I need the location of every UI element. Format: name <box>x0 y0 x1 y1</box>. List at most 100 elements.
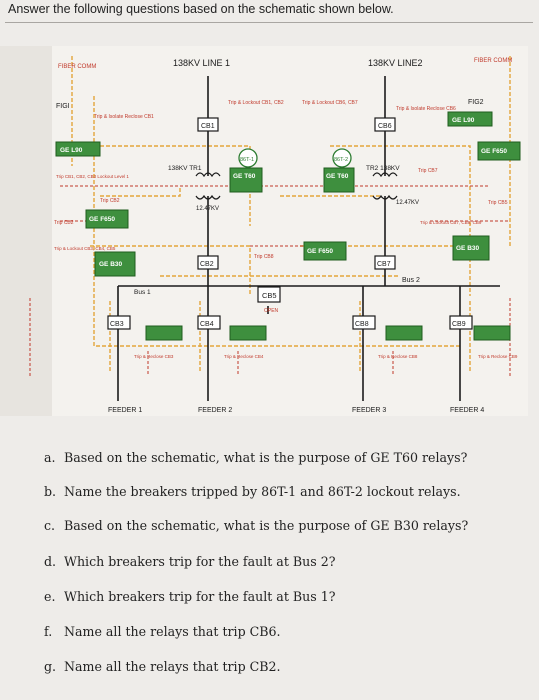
breaker-cb5 <box>257 286 281 303</box>
label-trip-cb7: Trip CB7 <box>418 168 438 174</box>
label-line1: 138KV LINE 1 <box>173 58 230 68</box>
text-ge-l90-right: GE L90 <box>452 117 475 124</box>
relay-ge-t60-left <box>229 167 263 193</box>
breaker-cb2 <box>197 255 219 270</box>
schematic-paper <box>52 46 528 416</box>
label-cb5: CB5 <box>262 291 277 300</box>
question-e: e. Which breakers trip for the fault at B… <box>44 589 335 604</box>
relay-ge-l90-right <box>447 111 493 127</box>
breaker-cb9 <box>449 315 473 330</box>
lockout-86t1 <box>238 148 258 168</box>
label-reclose-cb9: Trip & Reclose CB9 <box>478 354 518 359</box>
question-text: Name all the relays that trip CB2. <box>64 659 281 674</box>
label-trip-lockout-cb6cb7: Trip & Lockout CB6, CB7 <box>302 100 358 106</box>
relay-ge-f650-cb3 <box>145 325 183 341</box>
question-letter: g. <box>44 659 57 674</box>
relay-ge-f650-right <box>477 141 521 161</box>
question-text: Based on the schematic, what is the purp… <box>64 518 469 533</box>
question-text: Name the breakers tripped by 86T-1 and 8… <box>64 484 461 499</box>
label-trip-left-lockout: Trip CB1, CB2, CB3 Lockout Level 1 <box>56 174 129 179</box>
label-trip-cb2-left: Trip CB2 <box>54 220 74 226</box>
question-letter: e. <box>44 589 56 604</box>
label-feeder3: FEEDER 3 <box>352 407 386 414</box>
breaker-cb1 <box>197 117 219 132</box>
label-trip-lockout-cb1cb2: Trip & Lockout CB1, CB2 <box>228 100 284 106</box>
instructions-heading: Answer the following questions based on … <box>8 2 394 16</box>
text-ge-t60-right: GE T60 <box>326 173 349 180</box>
breaker-cb4 <box>197 315 221 330</box>
text-ge-b30-left: GE B30 <box>99 261 123 268</box>
label-bus2: Bus 2 <box>402 277 420 284</box>
relay-ge-f650-cb4 <box>229 325 267 341</box>
label-kv1: 12.47KV <box>196 206 219 212</box>
breakers <box>107 117 473 330</box>
label-trip-lockout-left: Trip & Lockout CB3, CB4, CB5 <box>54 246 116 251</box>
label-feeder1: FEEDER 1 <box>108 407 142 414</box>
heading-divider <box>5 22 533 23</box>
schematic-margin <box>0 46 52 416</box>
label-feeder2: FEEDER 2 <box>198 407 232 414</box>
label-cb2: CB2 <box>200 261 214 268</box>
text-ge-f650-mid: GE F650 <box>307 248 333 255</box>
relay-ge-b30-left <box>94 251 136 277</box>
label-trip-isolate-right: Trip & Isolate Reclose CB6 <box>396 106 456 112</box>
relays <box>55 111 521 341</box>
breaker-cb6 <box>374 117 396 132</box>
question-d: d.Which breakers trip for the fault at B… <box>44 554 335 569</box>
label-feeder4: FEEDER 4 <box>450 407 484 414</box>
question-g: g. Name all the relays that trip CB2. <box>44 659 281 674</box>
question-letter: f. <box>44 624 53 639</box>
relay-ge-f650-left <box>85 209 129 229</box>
question-letter: c. <box>44 518 56 533</box>
label-trip-cb8: Trip CB8 <box>254 254 274 260</box>
label-tr2: TR2 138KV <box>366 165 400 172</box>
text-86t2: 86T-2 <box>334 157 348 163</box>
question-text: Based on the schematic, what is the purp… <box>64 450 468 465</box>
label-reclose-cb3: Trip & Reclose CB3 <box>134 354 174 359</box>
label-fig-left: FIGI <box>56 103 70 110</box>
question-text: Which breakers trip for the fault at Bus… <box>64 554 336 569</box>
label-trip-isolate-left: Trip & Isolate Reclose CB1 <box>94 114 154 120</box>
label-fig-right: FIG2 <box>468 99 484 106</box>
label-cb5-state: OPEN <box>264 308 279 314</box>
lockout-86t2 <box>332 148 352 168</box>
label-cb9: CB9 <box>452 321 466 328</box>
text-ge-b30-right: GE B30 <box>456 245 480 252</box>
label-fiber-left: FIBER COMM <box>58 64 96 70</box>
question-a: a. Based on the schematic, what is the pu… <box>44 450 467 465</box>
label-tr1: 138KV TR1 <box>168 165 202 172</box>
label-fiber-right: FIBER COMM <box>474 58 512 64</box>
breaker-cb8 <box>352 315 376 330</box>
text-ge-f650-right: GE F650 <box>481 148 507 155</box>
label-trip-cb5: Trip CB5 <box>488 200 508 206</box>
relay-ge-l90-left <box>55 141 101 157</box>
label-bus1: Bus 1 <box>134 289 151 296</box>
question-c: c. Based on the schematic, what is the pu… <box>44 518 468 533</box>
text-86t1: 86T-1 <box>240 157 254 163</box>
label-reclose-cb4: Trip & Reclose CB4 <box>224 354 264 359</box>
question-b: b. Name the breakers tripped by 86T-1 and… <box>44 484 461 499</box>
question-letter: b. <box>44 484 57 499</box>
label-cb4: CB4 <box>200 321 214 328</box>
transformer-coils <box>195 172 398 200</box>
label-trip-cb2-top: Trip CB2 <box>100 198 120 204</box>
text-ge-t60-left: GE T60 <box>233 173 256 180</box>
label-cb7: CB7 <box>377 261 391 268</box>
label-line2: 138KV LINE2 <box>368 58 423 68</box>
relay-ge-t60-right <box>323 167 355 193</box>
text-ge-f650-left: GE F650 <box>89 216 115 223</box>
question-f: f. Name all the relays that trip CB6. <box>44 624 281 639</box>
substation-schematic: 138KV LINE 1 138KV LINE2 FIBER COMM FIBE… <box>0 46 528 416</box>
breaker-cb7 <box>374 255 396 270</box>
label-cb8: CB8 <box>355 321 369 328</box>
label-kv2: 12.47KV <box>396 200 419 206</box>
label-cb3: CB3 <box>110 321 124 328</box>
label-cb6: CB6 <box>378 123 392 130</box>
question-letter: a. <box>44 450 56 465</box>
question-text: Which breakers trip for the fault at Bus… <box>64 589 336 604</box>
relay-ge-f650-cb8 <box>385 325 423 341</box>
question-text: Name all the relays that trip CB6. <box>64 624 281 639</box>
label-trip-lockout-right: Trip & Lockout CB7, CB8, CB9 <box>420 220 482 225</box>
label-cb1: CB1 <box>201 123 215 130</box>
